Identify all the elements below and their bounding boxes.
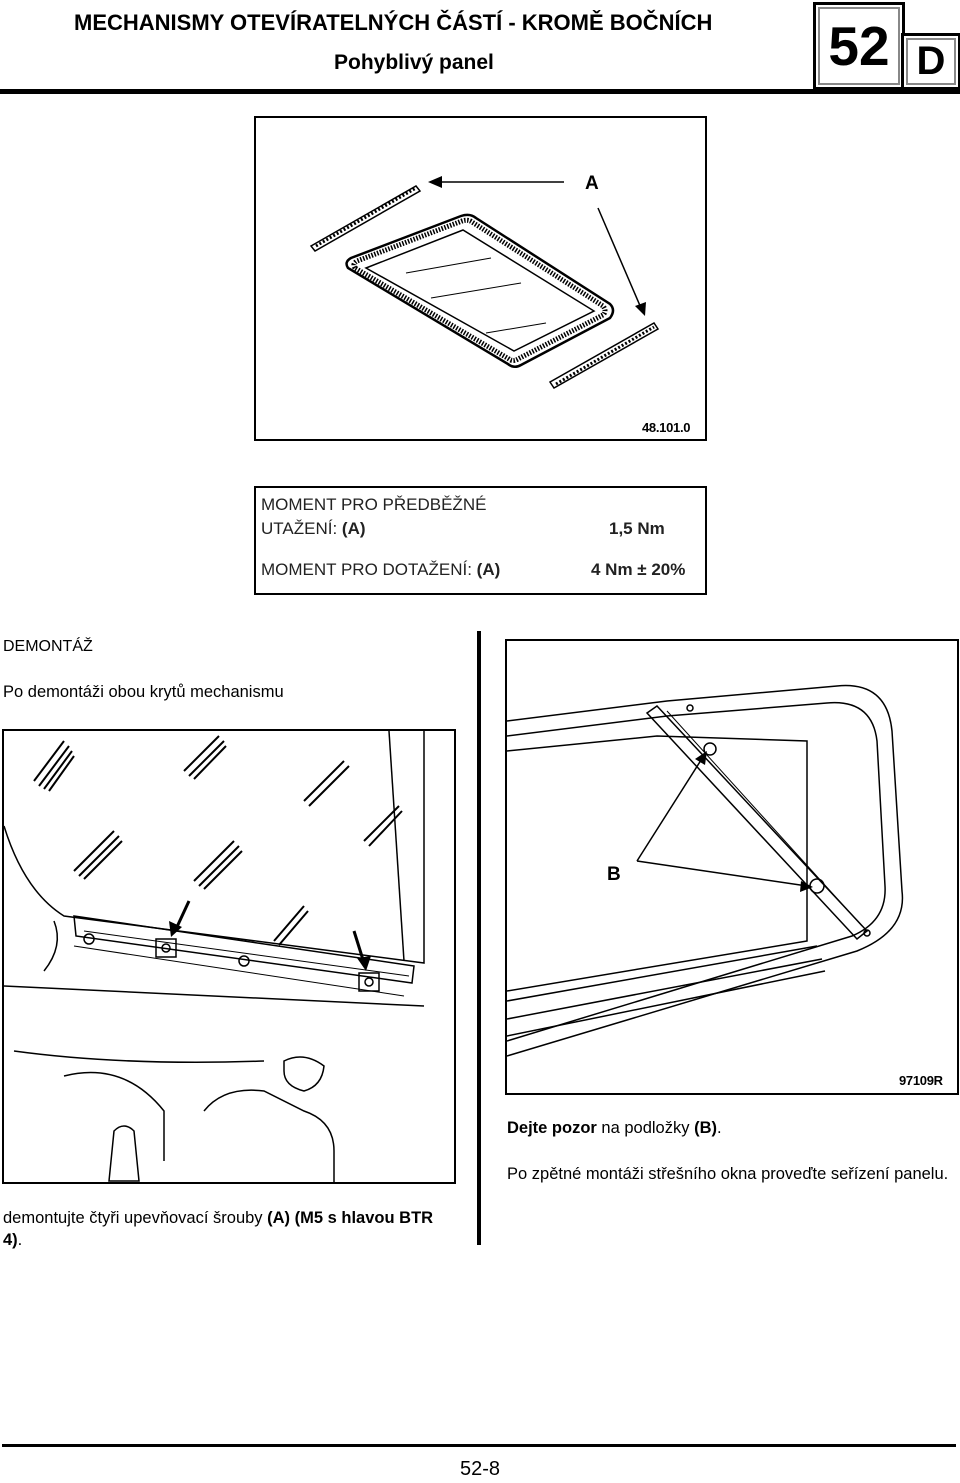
torque-row2-label: MOMENT PRO DOTAŽENÍ:: [261, 560, 472, 579]
mechanism-bolts-drawing: [4, 731, 425, 1182]
figure-washers: B 97109R: [505, 639, 959, 1095]
figure-label-b: B: [607, 864, 621, 885]
torque-row1-label-line2: UTAŽENÍ: (A): [261, 519, 366, 539]
page-title: MECHANISMY OTEVÍRATELNÝCH ČÁSTÍ - KROMĚ …: [74, 10, 713, 35]
sunroof-seal-drawing: A 48.101.0: [309, 173, 691, 435]
refit-note: Po zpětné montáži střešního okna proveďt…: [507, 1165, 949, 1183]
torque-table: MOMENT PRO PŘEDBĚŽNÉ UTAŽENÍ: (A) 1,5 Nm…: [254, 486, 707, 595]
caution-emphasis: Dejte pozor: [507, 1119, 597, 1137]
removal-step-end: .: [17, 1231, 23, 1249]
section-heading: DEMONTÁŽ: [3, 638, 93, 655]
torque-row1-label: UTAŽENÍ:: [261, 519, 338, 538]
removal-step-bolt-spec: (A) (M5 s hlavou BTR 4): [3, 1209, 434, 1249]
washers-drawing: B 97109R: [507, 684, 944, 1088]
caution-ref: (B): [694, 1119, 717, 1137]
page-subtitle: Pohyblivý panel: [334, 51, 494, 74]
torque-row1-ref: (A): [341, 519, 366, 538]
figure-code: 48.101.0: [642, 420, 690, 435]
figure-label-a: A: [585, 173, 599, 194]
figure-code: 97109R: [899, 1073, 944, 1088]
caution-note: Dejte pozor na podložky (B).: [507, 1117, 722, 1139]
removal-step: demontujte čtyři upevňovací šrouby (A) (…: [3, 1207, 448, 1251]
caution-text: na podložky: [596, 1119, 695, 1137]
removal-step-text: demontujte čtyři upevňovací šrouby: [3, 1209, 268, 1227]
torque-row1-value: 1,5 Nm: [609, 519, 665, 538]
torque-row1-label-line1: MOMENT PRO PŘEDBĚŽNÉ: [261, 495, 487, 514]
section-letter: D: [901, 33, 960, 90]
removal-intro: Po demontáži obou krytů mechanismu: [3, 683, 284, 701]
footer-divider: [2, 1444, 956, 1447]
figure-sunroof-seals: A 48.101.0: [254, 116, 707, 441]
page-number: 52-8: [459, 1458, 501, 1480]
torque-row2-value: 4 Nm ± 20%: [591, 560, 686, 579]
torque-row2-ref: (A): [476, 560, 501, 579]
column-divider: [477, 631, 481, 1245]
torque-row2-label-line: MOMENT PRO DOTAŽENÍ: (A): [261, 560, 500, 580]
figure-mechanism-bolts: [2, 729, 456, 1184]
caution-end: .: [716, 1119, 722, 1137]
header-divider: [0, 89, 960, 94]
chapter-number: 52: [813, 2, 905, 90]
